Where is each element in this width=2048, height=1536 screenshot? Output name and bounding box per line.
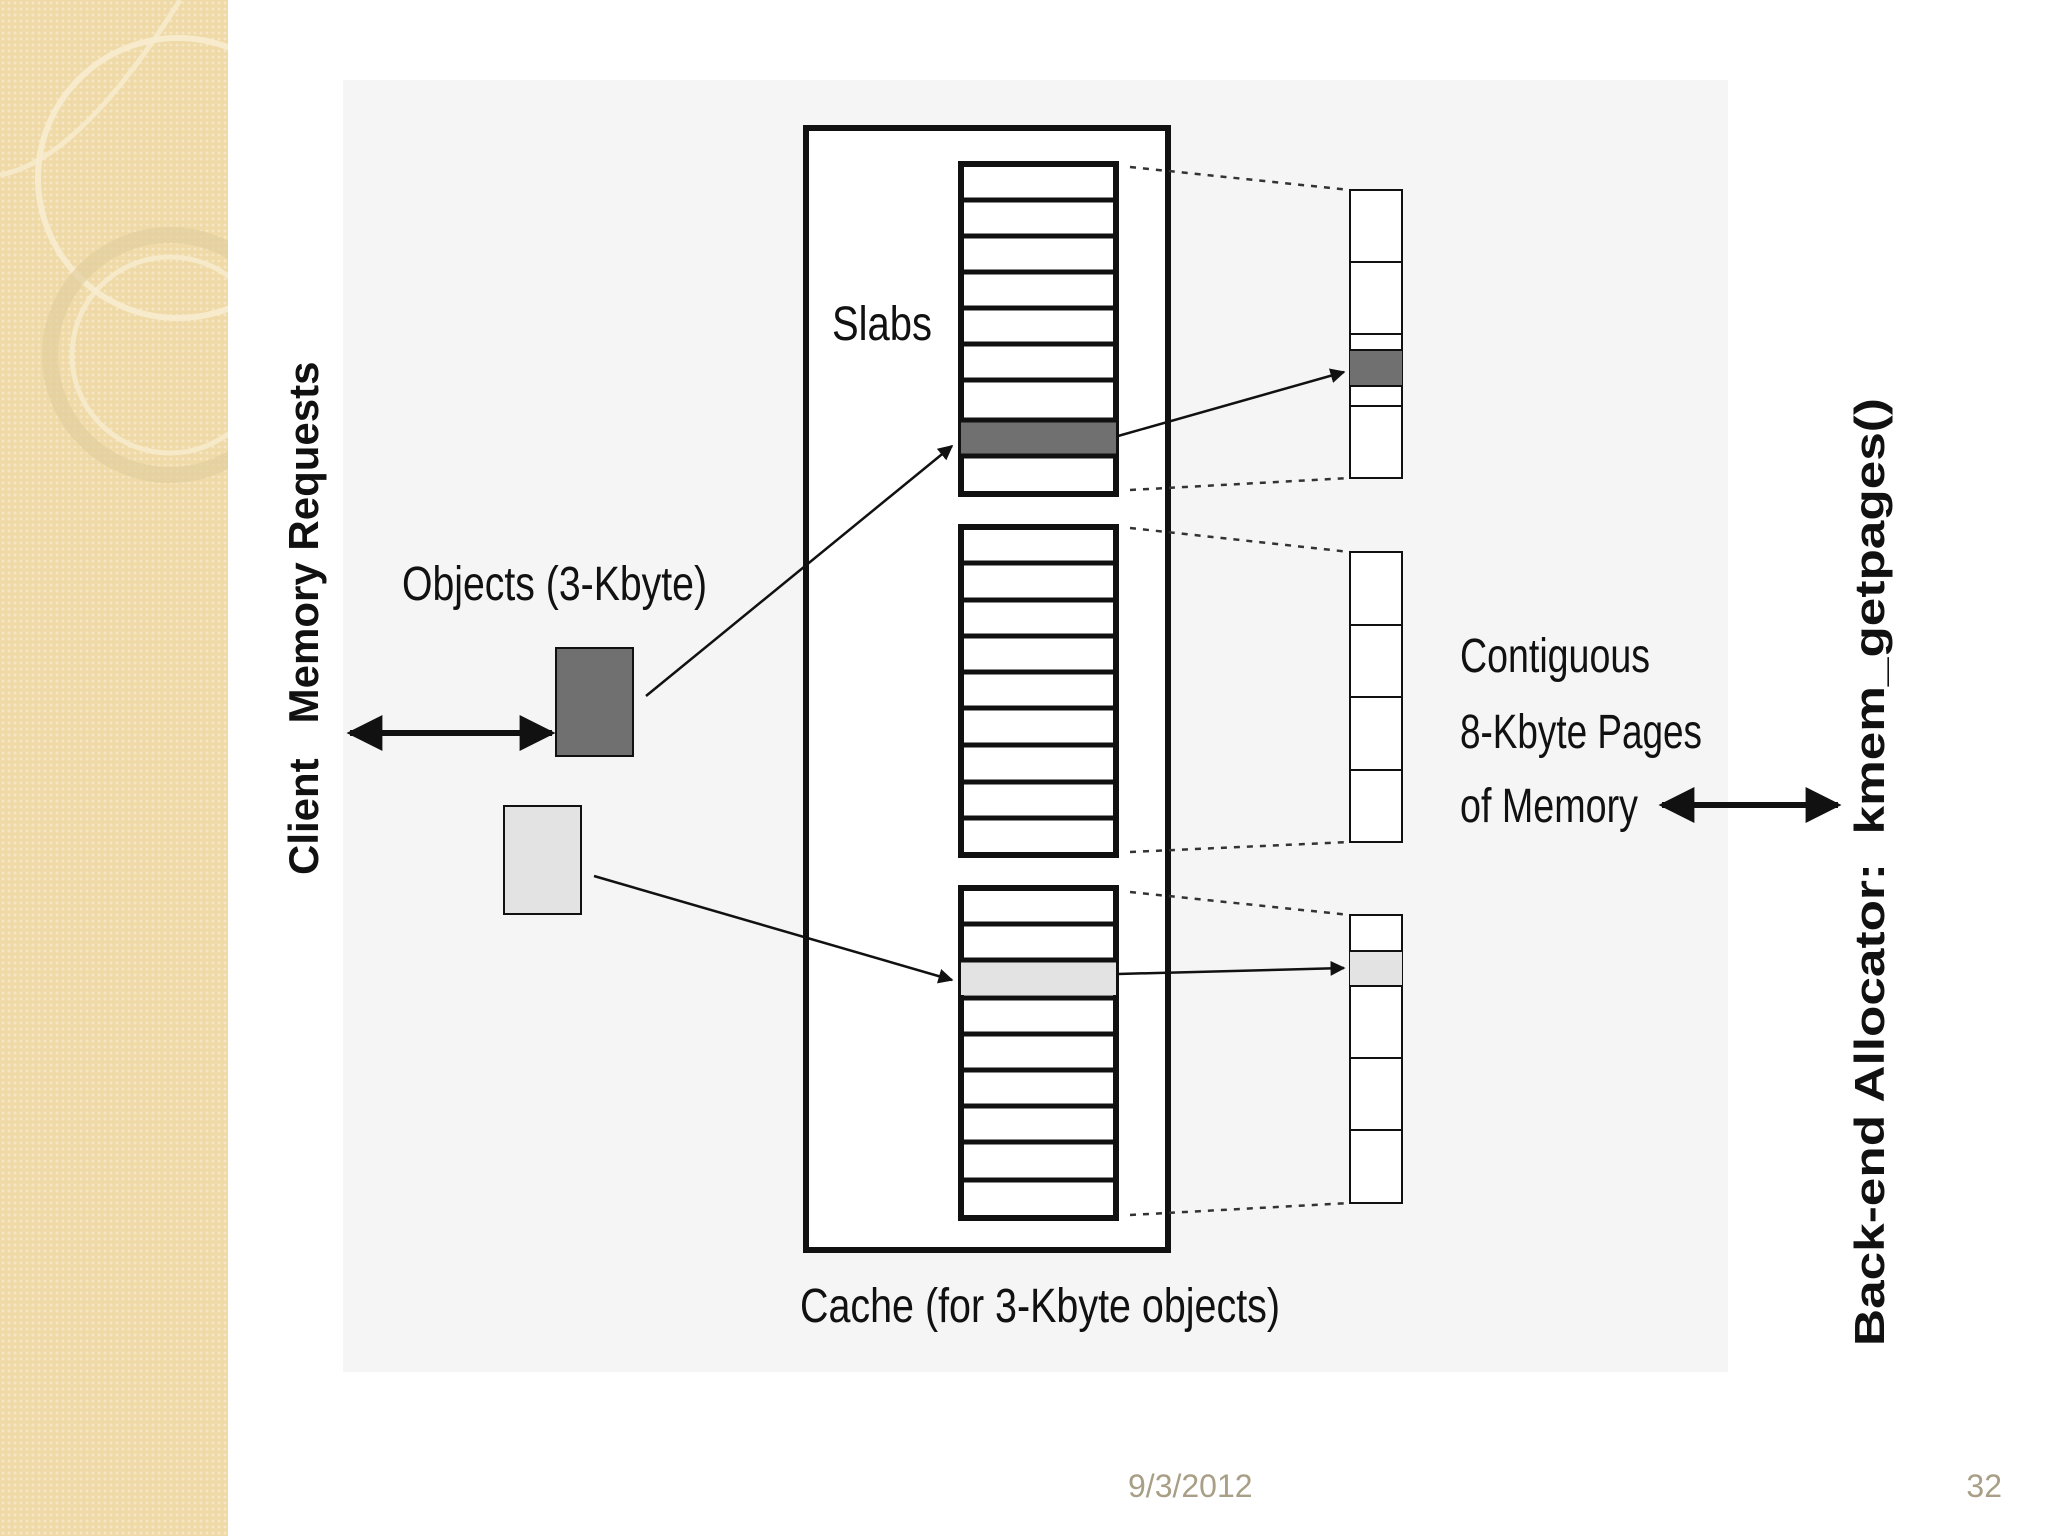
allocated-object-dark — [555, 647, 634, 757]
dotted-connectors — [1129, 165, 1351, 1217]
pages-label-line-2: 8-Kbyte Pages — [1460, 706, 1702, 759]
pages-label-line-1: Contiguous — [1460, 630, 1650, 683]
slide-sidebar — [0, 0, 228, 1536]
slab-to-page-arrow-1 — [1117, 368, 1346, 438]
slabs-label: Slabs — [832, 298, 932, 351]
objects-label: Objects (3-Kbyte) — [402, 558, 707, 611]
slide-date: 9/3/2012 — [1128, 1468, 1253, 1504]
object-to-slab-arrow-1 — [645, 445, 954, 697]
object-to-slab-arrow-2 — [593, 874, 954, 984]
memory-pages-3 — [1349, 914, 1403, 1204]
decorative-rings — [0, 0, 228, 483]
slab-2 — [958, 524, 1119, 858]
pages-label-line-3: of Memory — [1460, 780, 1638, 833]
slide-page-number: 32 — [1966, 1468, 2002, 1504]
slab-to-page-arrow-2 — [1117, 960, 1346, 976]
backend-allocator-label: Back-end Allocator: kmem_getpages() — [1846, 398, 1893, 1346]
client-memory-requests-label: Client Memory Requests — [280, 362, 327, 875]
slab-3 — [958, 885, 1119, 1221]
memory-pages-1 — [1349, 189, 1403, 479]
contiguous-pages-label: Contiguous 8-Kbyte Pages of Memory — [1460, 630, 1702, 833]
slab-1 — [958, 161, 1119, 497]
allocated-object-light — [503, 805, 582, 915]
cache-label: Cache (for 3-Kbyte objects) — [800, 1280, 1280, 1333]
memory-pages-2 — [1349, 551, 1403, 843]
